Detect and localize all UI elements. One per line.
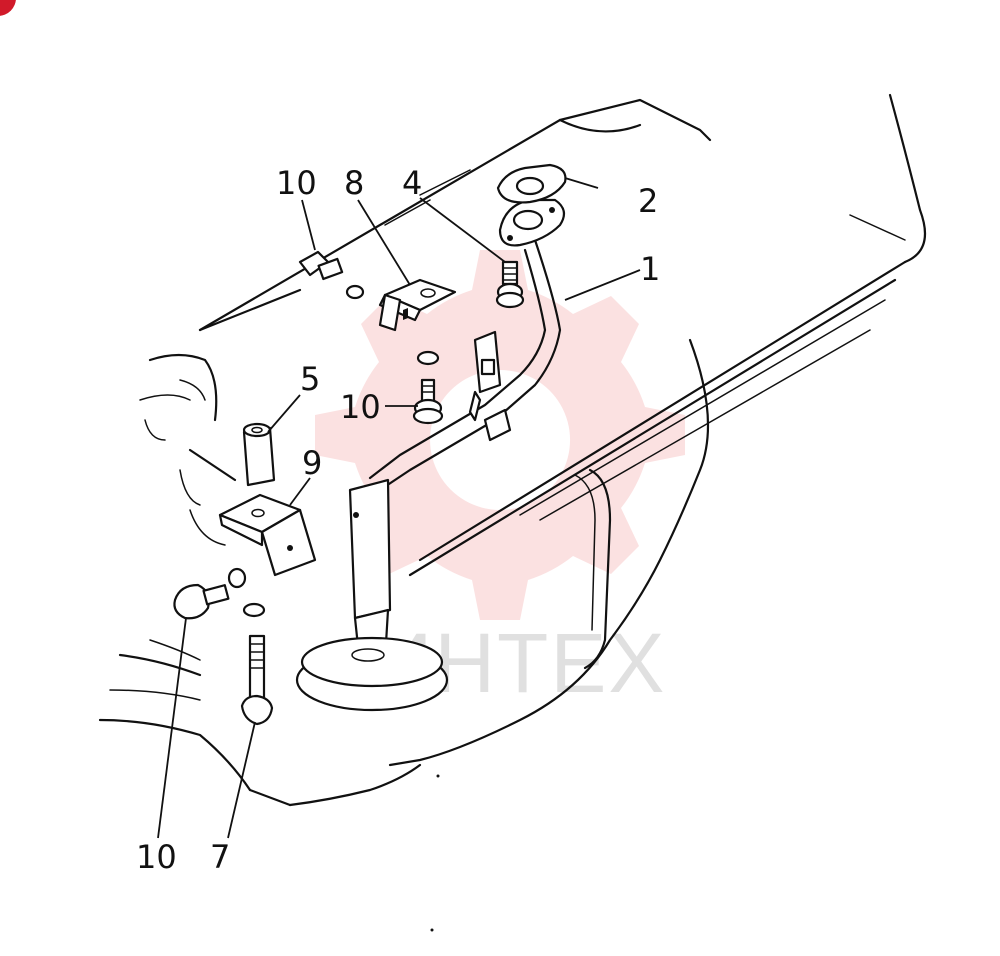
spacer-collar-part-5 [242,422,276,487]
engine-block-outline [98,93,927,807]
gasket [496,163,567,204]
bolt-part-4 [495,260,525,309]
corner-badge [0,0,16,16]
callout-4: 4 [402,164,422,202]
bracket-part-8 [378,278,457,332]
callout-10-mid: 10 [340,388,381,426]
watermark-gear [315,250,685,620]
bolt-part-10-mid [412,378,444,425]
bolt-part-10-bottom [173,567,266,620]
callout-labels: 1 2 4 8 10 10 5 9 10 7 [136,164,660,876]
bolt-part-10-top [298,250,365,300]
callout-8: 8 [344,164,364,202]
callout-7: 7 [210,838,230,876]
callout-10-top: 10 [276,164,317,202]
callout-2: 2 [638,182,658,220]
bracket-part-9 [218,493,317,577]
pipe-clip-bracket [416,330,502,422]
callout-5: 5 [300,360,320,398]
callout-10-bottom: 10 [136,838,177,876]
leader-lines [157,177,641,839]
long-bolt-part-7 [240,634,274,726]
callout-1: 1 [640,250,660,288]
callout-9: 9 [302,444,322,482]
oil-pickup-pipe [295,198,566,712]
